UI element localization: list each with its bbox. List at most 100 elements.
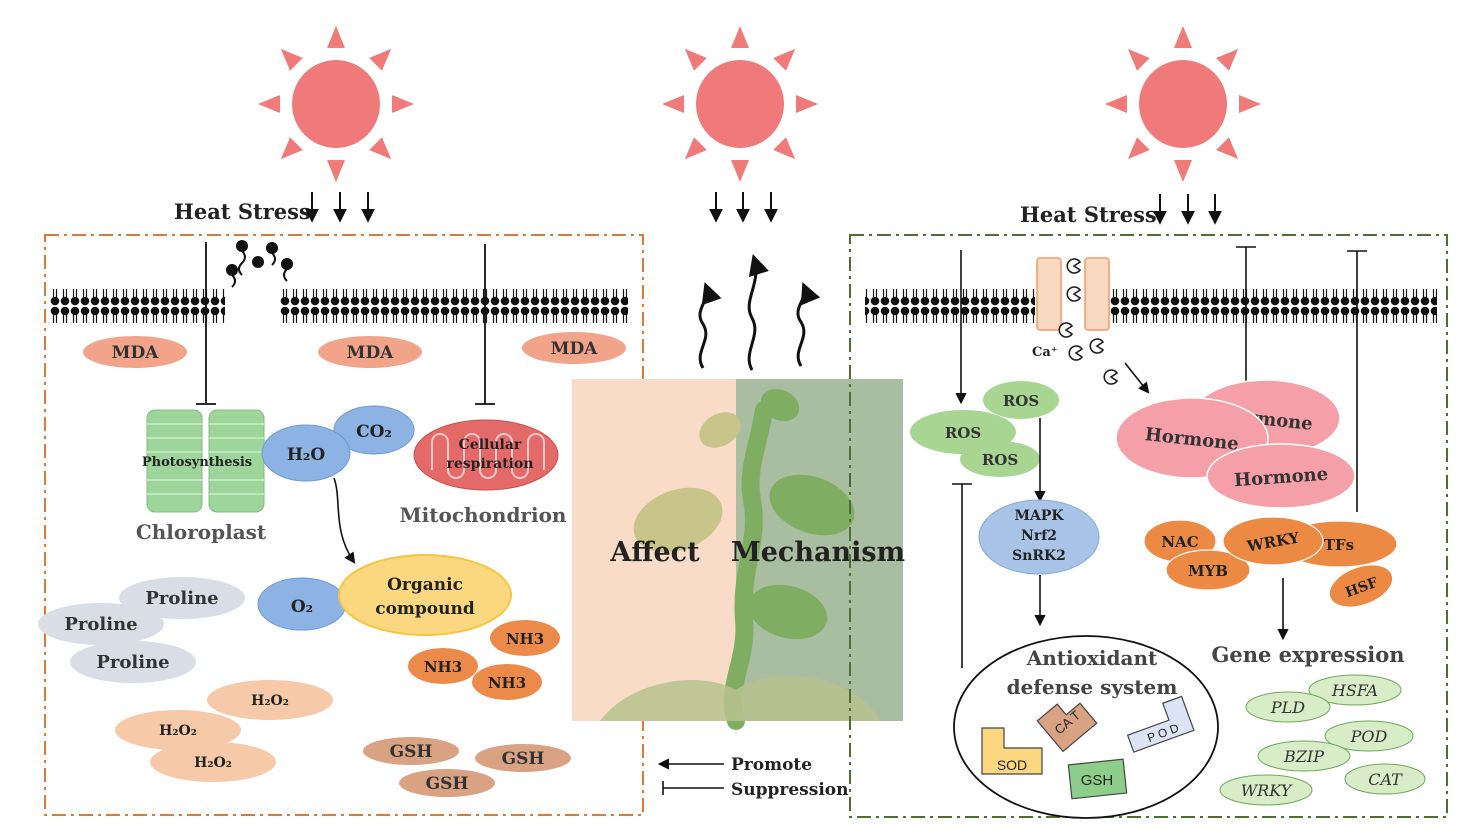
nh3-label-1: NH3: [506, 630, 544, 648]
gsh-label-3: GSH: [426, 774, 469, 794]
h2o2-label-2: H₂O₂: [159, 723, 197, 739]
nh3-ellipse-3: [472, 664, 542, 700]
photosynthesis-label: Photosynthesis: [142, 455, 252, 470]
chloroplast-icon: [146, 409, 265, 513]
gsh-box-label: GSH: [1081, 772, 1114, 789]
h2o2-label-3: H₂O₂: [194, 755, 232, 771]
antioxidant-suppression-line: [952, 483, 972, 668]
mda-ellipse-2: [318, 336, 422, 368]
mda-label-2: MDA: [347, 343, 395, 363]
tf-hsf-ellipse: [1328, 564, 1394, 608]
ca-arrow: [1124, 362, 1150, 394]
gene-pld-label: PLD: [1270, 698, 1305, 717]
mitochondrion-cristae: [431, 433, 545, 479]
gsh-ellipse-3: [399, 769, 495, 797]
gsh-label-1: GSH: [390, 742, 433, 762]
hormone-suppression-lines: [1236, 246, 1367, 512]
ca-label: Ca⁺: [1032, 345, 1058, 360]
tf-myb-ellipse: [1165, 549, 1251, 591]
nrf2-label: Nrf2: [1021, 528, 1057, 544]
gene-bzip-label: BZIP: [1283, 747, 1324, 766]
gene-wrky-label: WRKY: [1241, 781, 1293, 800]
affect-label: Affect: [609, 537, 700, 568]
defense-system-label: defense system: [1007, 675, 1178, 699]
gene-bzip-ellipse: [1257, 740, 1351, 772]
calcium-ion-icons: [1058, 258, 1119, 385]
broken-lipid-icons: [226, 240, 293, 288]
antioxidant-label: Antioxidant: [1026, 646, 1158, 670]
wavy-heat-arrows: [698, 253, 821, 371]
h2o2-ellipse-2: [115, 710, 241, 750]
ros-label-1: ROS: [1003, 392, 1039, 410]
cell-membrane-right-b: [1110, 289, 1437, 323]
tf-nac-label: NAC: [1161, 533, 1198, 551]
pod-shape: P O D: [1126, 695, 1195, 753]
suppression-lines-left: [196, 242, 495, 405]
gsh-box: [1067, 758, 1128, 800]
tf-tfs-label: TFs: [1324, 536, 1354, 554]
proline-ellipse-3: [70, 641, 196, 683]
sod-shape: [981, 727, 1043, 775]
gene-cat-label: CAT: [1368, 770, 1403, 789]
plant-icon: [600, 388, 880, 730]
co2-ellipse: [333, 405, 415, 455]
gene-wrky-ellipse: [1219, 774, 1313, 806]
nh3-label-3: NH3: [488, 674, 526, 692]
gene-expression-label: Gene expression: [1211, 642, 1404, 667]
cell-membrane-left-b: [280, 289, 628, 323]
heat-stress-label-right: Heat Stress: [1020, 202, 1157, 227]
legend-suppression-line: [662, 781, 724, 795]
left-panel-border: [44, 234, 644, 816]
gene-hsfa-ellipse: [1308, 674, 1402, 706]
mapk-label: MAPK: [1014, 508, 1064, 524]
mapk-ellipse: [978, 499, 1100, 575]
proline-label-2: Proline: [64, 614, 137, 635]
sun-icon-left: [258, 26, 414, 182]
ion-channel-right: [1084, 257, 1110, 331]
ros-ellipse-1: [983, 381, 1059, 419]
down-arrows-right: [1153, 194, 1222, 225]
gene-cat-ellipse: [1344, 763, 1426, 795]
compound-label: compound: [375, 599, 475, 619]
nh3-ellipse-2: [408, 648, 478, 684]
h2o-label: H₂O: [287, 445, 326, 465]
h2o-ellipse: [261, 424, 351, 482]
h2o2-ellipse-3: [150, 742, 276, 782]
right-panel-border: [849, 234, 1448, 818]
legend-suppression-label: Suppression: [731, 780, 848, 800]
organic-label: Organic: [387, 575, 463, 595]
ion-channel-left: [1036, 257, 1062, 331]
gsh-ellipse-1: [363, 737, 459, 765]
gene-hsfa-label: HSFA: [1331, 681, 1378, 700]
mda-label-3: MDA: [551, 339, 599, 359]
sun-icon-right: [1105, 26, 1261, 182]
gene-pod-ellipse: [1324, 720, 1414, 752]
tf-wrky-ellipse: [1222, 516, 1324, 566]
mda-ellipse-3: [522, 332, 626, 364]
h2o2-ellipse-1: [207, 680, 333, 720]
proline-ellipse-2: [38, 603, 164, 645]
h2o2-label-1: H₂O₂: [251, 693, 289, 709]
heat-stress-label-left: Heat Stress: [174, 199, 311, 224]
mda-ellipse-1: [83, 336, 187, 368]
gsh-label-2: GSH: [502, 749, 545, 769]
mechanism-label: Mechanism: [731, 537, 905, 568]
tf-myb-label: MYB: [1188, 562, 1228, 580]
mda-label-1: MDA: [112, 343, 160, 363]
down-arrows-left: [305, 192, 375, 223]
chloroplast-label: Chloroplast: [136, 520, 267, 544]
curved-arrow-to-organic: [333, 477, 356, 564]
cell-membrane-left-a: [50, 289, 225, 323]
proline-label-1: Proline: [145, 588, 218, 609]
proline-label-3: Proline: [96, 652, 169, 673]
cellular-label: Cellular: [459, 437, 522, 453]
ros-label-2: ROS: [945, 424, 981, 442]
hormone-ellipse-3: [1206, 443, 1356, 509]
gene-pld-ellipse: [1245, 691, 1331, 723]
sun-icon-center: [662, 26, 818, 182]
o2-label: O₂: [291, 597, 313, 617]
mitochondrion-icon: [413, 419, 559, 491]
snrk2-label: SnRK2: [1012, 548, 1066, 564]
gsh-ellipse-2: [475, 744, 571, 772]
